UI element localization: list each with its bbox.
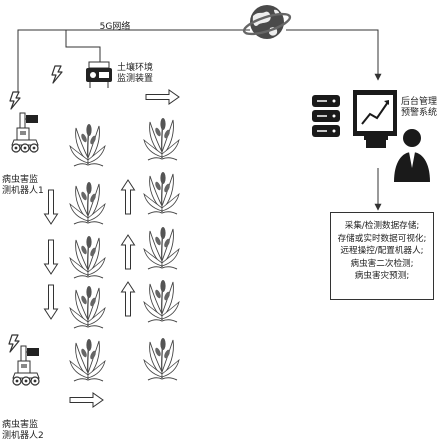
- function-item: 存储或实时数据可视化;: [337, 233, 427, 244]
- functions-box: 采集/检测数据存储; 存储或实时数据可视化; 远程操控/配置机器人; 病虫害二次…: [330, 212, 434, 300]
- user-icon: [394, 129, 430, 182]
- lightning-icon-robot2: [8, 334, 20, 353]
- computer-icon: [353, 90, 397, 148]
- function-item: 病虫害二次检测;: [350, 258, 414, 269]
- robot1-label-line1: 病虫害监: [2, 175, 39, 185]
- robot1-label-line2: 测机器人1: [2, 186, 44, 196]
- backend-label-line1: 后台管理: [401, 97, 438, 107]
- function-item: 采集/检测数据存储;: [344, 221, 420, 231]
- soil-monitor-icon: [86, 61, 112, 88]
- path-arrows-down: [44, 189, 58, 320]
- robot2-label-line1: 病虫害监: [2, 420, 39, 430]
- robot2-icon: [12, 345, 40, 386]
- lightning-icon-robot1: [9, 91, 21, 110]
- soil-monitor-label-line2: 监测装置: [117, 74, 154, 84]
- crop-column-2: [143, 117, 180, 381]
- backend-label-line2: 预警系统: [401, 108, 438, 118]
- network-arrow-backend: [286, 29, 382, 81]
- network-label: 5G网络: [99, 22, 131, 32]
- crop-column-1: [69, 123, 106, 382]
- path-arrow-bottom-right: [69, 392, 104, 408]
- soil-monitor-label-line1: 土壤环境: [117, 63, 154, 73]
- network-line-robot1: [17, 29, 250, 92]
- function-item: 远程操控/配置机器人;: [340, 246, 424, 256]
- path-arrow-top-right: [145, 89, 180, 105]
- globe-icon: [242, 5, 292, 39]
- database-icon: [312, 95, 340, 137]
- path-arrows-up: [121, 179, 135, 317]
- lightning-icon-monitor: [51, 65, 63, 84]
- robot2-label-line2: 测机器人2: [2, 431, 44, 441]
- function-item: 病虫害灾预测;: [354, 271, 410, 281]
- network-line-soil-monitor: [65, 30, 101, 62]
- robot1-icon: [11, 112, 39, 153]
